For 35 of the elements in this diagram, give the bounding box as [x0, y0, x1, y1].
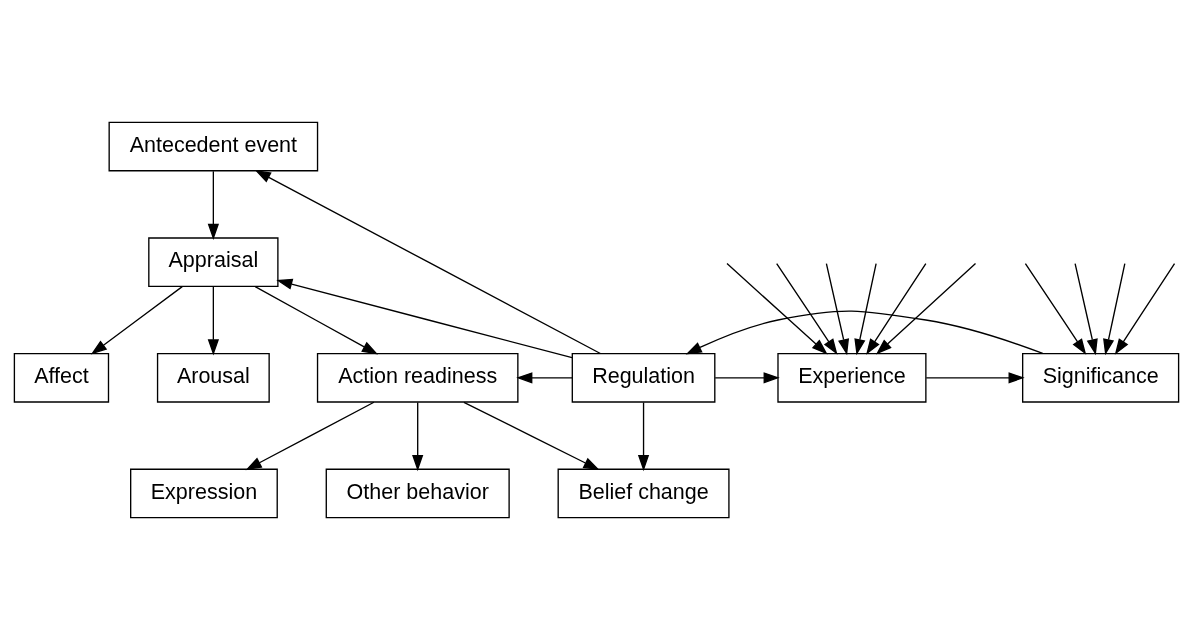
arrow: [714, 371, 780, 383]
arrow: [1074, 262, 1098, 355]
arrow: [245, 401, 375, 470]
arrow: [1103, 262, 1126, 355]
arrow: [854, 262, 877, 355]
arrow: [1024, 262, 1087, 355]
node-box: Antecedent event: [108, 121, 319, 171]
node-box: Arousal: [156, 352, 270, 403]
arrow: [276, 278, 573, 358]
arrow: [776, 262, 838, 355]
node-box: Experience: [777, 352, 927, 403]
arrow: [463, 401, 600, 470]
node-box: Affect: [13, 352, 110, 403]
arrow: [825, 262, 850, 355]
arrow: [1114, 262, 1176, 355]
node-box: Other behavior: [325, 468, 510, 518]
node-box: Expression: [130, 468, 278, 518]
arrow: [254, 285, 379, 355]
arrow: [637, 401, 650, 471]
arrow: [866, 262, 927, 355]
node-box: Appraisal: [148, 236, 279, 287]
node-box: Significance: [1022, 352, 1180, 403]
arrow: [726, 262, 828, 355]
arrow: [207, 285, 219, 355]
arrow: [412, 401, 424, 471]
node-box: Belief change: [557, 468, 730, 518]
node-box: Regulation: [571, 352, 716, 403]
arrow: [254, 169, 602, 354]
arrow: [685, 309, 1044, 354]
arrow: [875, 262, 977, 355]
arrow: [516, 371, 573, 383]
arrow: [207, 170, 219, 240]
node-box: Action readiness: [316, 352, 519, 403]
arrow: [90, 285, 183, 355]
arrow: [925, 371, 1025, 383]
